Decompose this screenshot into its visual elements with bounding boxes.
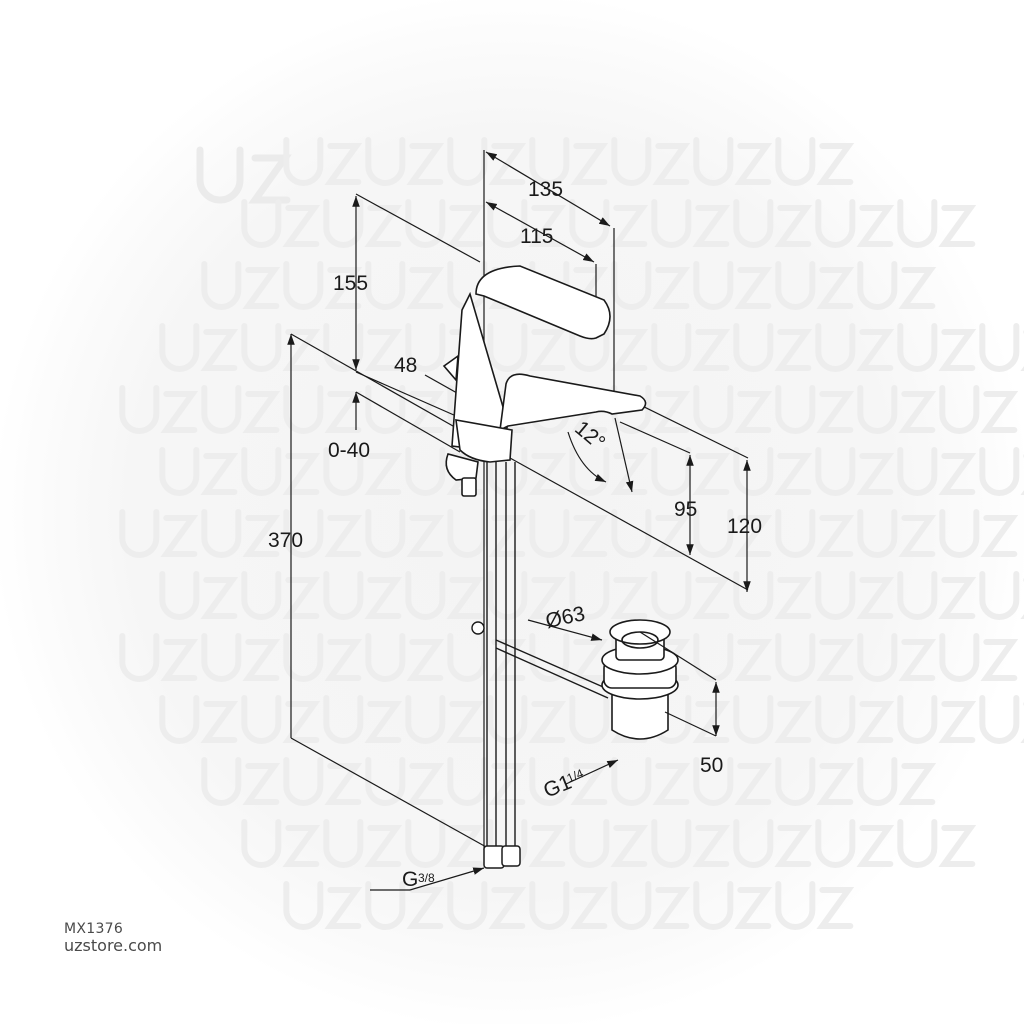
dim-label-g3-8: G 3/8 — [402, 868, 435, 891]
svg-text:3/8: 3/8 — [418, 871, 435, 885]
dim-label-diameter-63: Ø63 — [544, 602, 588, 633]
dim-label-120: 120 — [727, 515, 762, 538]
product-code: MX1376 — [64, 921, 124, 937]
svg-text:1/4: 1/4 — [565, 766, 586, 785]
dim-label-48: 48 — [394, 354, 417, 377]
dim-outlet-heights — [509, 397, 751, 592]
dim-label-155: 155 — [333, 272, 368, 295]
dim-spout-angle — [567, 417, 634, 493]
pop-up-waste — [601, 619, 679, 740]
dim-spout-reach — [483, 150, 615, 850]
website-label: uzstore.com — [64, 936, 163, 955]
dim-label-95: 95 — [674, 498, 697, 521]
watermark-tiles — [119, 137, 1024, 930]
svg-text:G: G — [402, 868, 418, 891]
dim-pop-up-range — [352, 391, 461, 453]
watermark-pattern — [196, 146, 292, 204]
faucet-body — [442, 265, 647, 497]
dim-waste — [370, 619, 720, 891]
supply-connector — [483, 845, 521, 869]
dim-label-50: 50 — [700, 754, 723, 777]
dim-label-0-40: 0-40 — [328, 439, 370, 462]
dim-label-115: 115 — [520, 225, 553, 248]
supply-hoses — [486, 462, 516, 850]
dim-total-height — [287, 333, 489, 849]
pop-up-rod — [471, 621, 611, 699]
dim-label-135: 135 — [528, 178, 563, 201]
dim-label-370: 370 — [268, 529, 303, 552]
